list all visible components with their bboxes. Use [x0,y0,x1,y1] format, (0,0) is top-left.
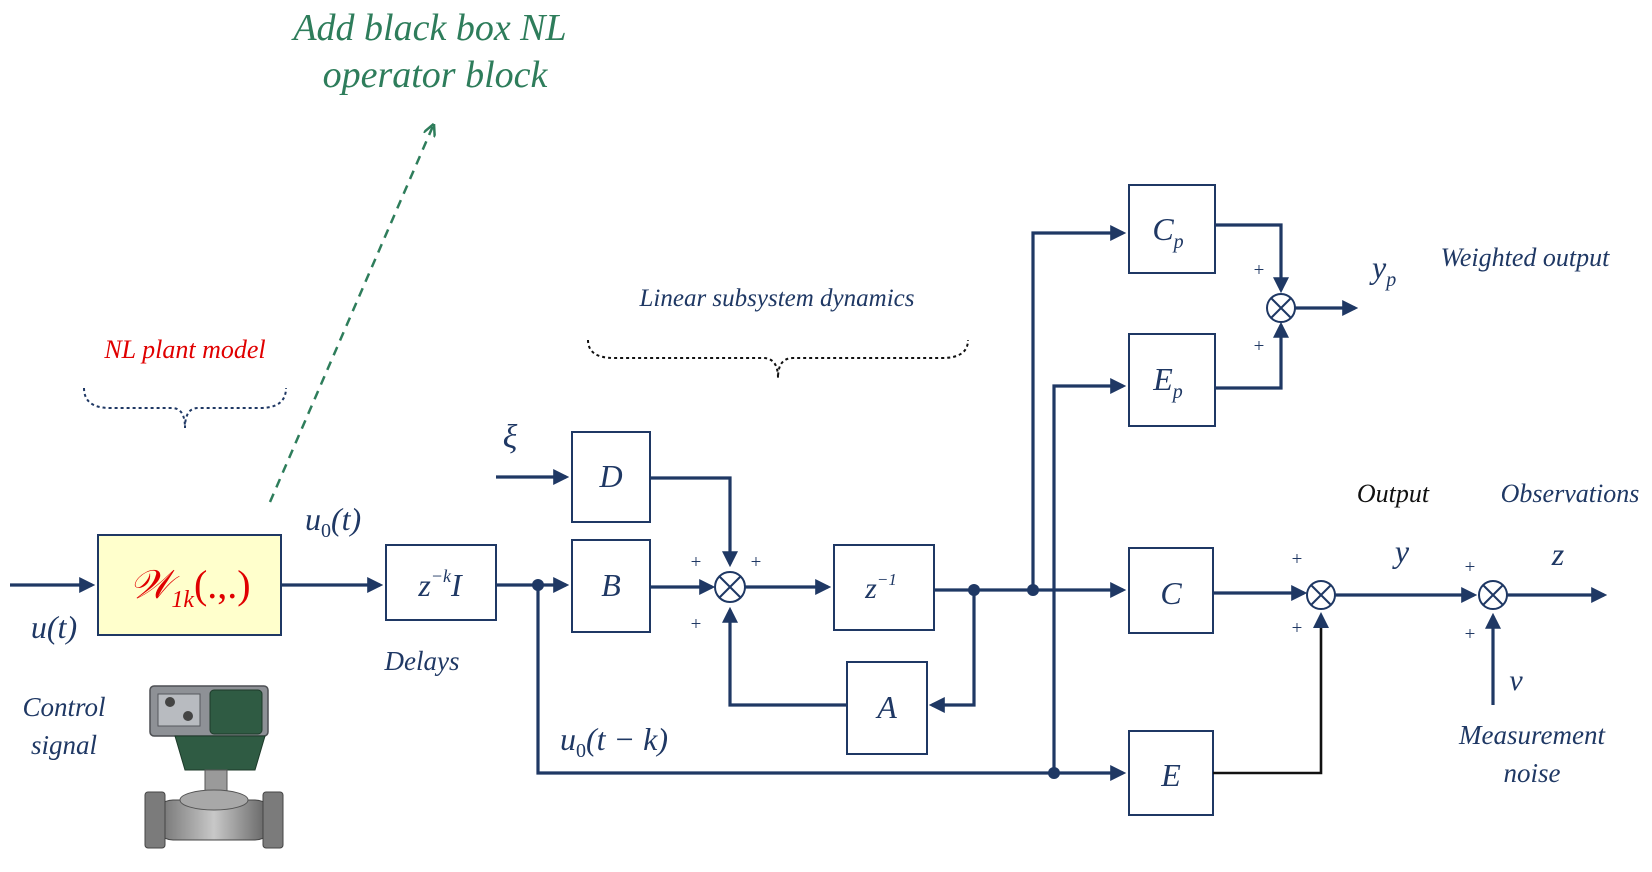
u0-tk-label: u0(t − k) [560,721,668,762]
sign-e: + [1292,618,1303,639]
cp-block-label: Cp [1152,211,1183,253]
nl-operator-block [97,534,282,636]
observations-label: Observations [1501,479,1640,508]
e-to-sum-wire [1213,626,1323,775]
e-arrowhead [1313,612,1329,628]
z-label: z [1551,536,1565,572]
control-signal-label-1: Control [22,692,105,722]
b-block-label: B [601,567,621,603]
nl-plant-model-label: NL plant model [103,335,265,364]
cp-to-sum-wire [1215,223,1289,294]
u0-tk-wire [536,585,1127,781]
xi-label: ξ [503,419,518,456]
measurement-noise-label-1: Measurement [1458,720,1606,750]
ep-to-sum-wire [1215,321,1289,390]
to-ep-wire [1052,378,1127,773]
nl-brace [83,387,287,429]
sign-v: + [1465,624,1476,645]
unit-delay-label: z−1 [864,570,897,605]
feedback-to-a-wire [928,590,976,713]
c-block [1128,547,1214,634]
a-block [846,661,928,755]
linear-subsystem-label: Linear subsystem dynamics [639,285,915,312]
input-junction [1048,767,1060,779]
sign-c: + [1292,549,1303,570]
e-block-label: E [1160,757,1181,793]
callout-line2: operator block [323,54,549,96]
ep-block [1128,333,1216,427]
callout-line1: Add black box NL [290,7,566,49]
d-to-sum-wire [650,476,738,568]
y-label: y [1392,533,1410,569]
sign-a: + [691,614,702,635]
sign-b: + [691,552,702,573]
control-valve-icon [144,685,284,849]
delay-block-label: z−kI [417,566,463,603]
sign-ep: + [1254,336,1265,357]
control-signal-label-2: signal [31,730,97,760]
output-label: Output [1357,479,1430,508]
u-t-label: u(t) [31,609,77,645]
ep-block-label: Ep [1152,361,1183,403]
v-label: v [1509,664,1523,697]
a-to-sum-wire [722,606,847,707]
sign-y: + [1465,557,1476,578]
a-block-label: A [875,689,897,725]
weighted-output-label: Weighted output [1441,243,1611,272]
d-block [571,431,651,523]
sign-d: + [751,552,762,573]
u0-t-label: u0(t) [305,501,361,542]
measurement-noise-label-2: noise [1504,758,1561,788]
linear-brace [587,339,969,379]
c-block-label: C [1160,575,1182,611]
cp-block [1128,184,1216,274]
to-cp-wire [1031,225,1127,590]
yp-label: yp [1369,249,1396,291]
callout-arrow [268,126,433,503]
delay-block [385,544,497,621]
delays-label: Delays [384,646,460,676]
sign-cp: + [1254,260,1265,281]
e-block [1128,730,1214,816]
unit-delay-block [833,544,935,631]
d-block-label: D [598,458,622,494]
